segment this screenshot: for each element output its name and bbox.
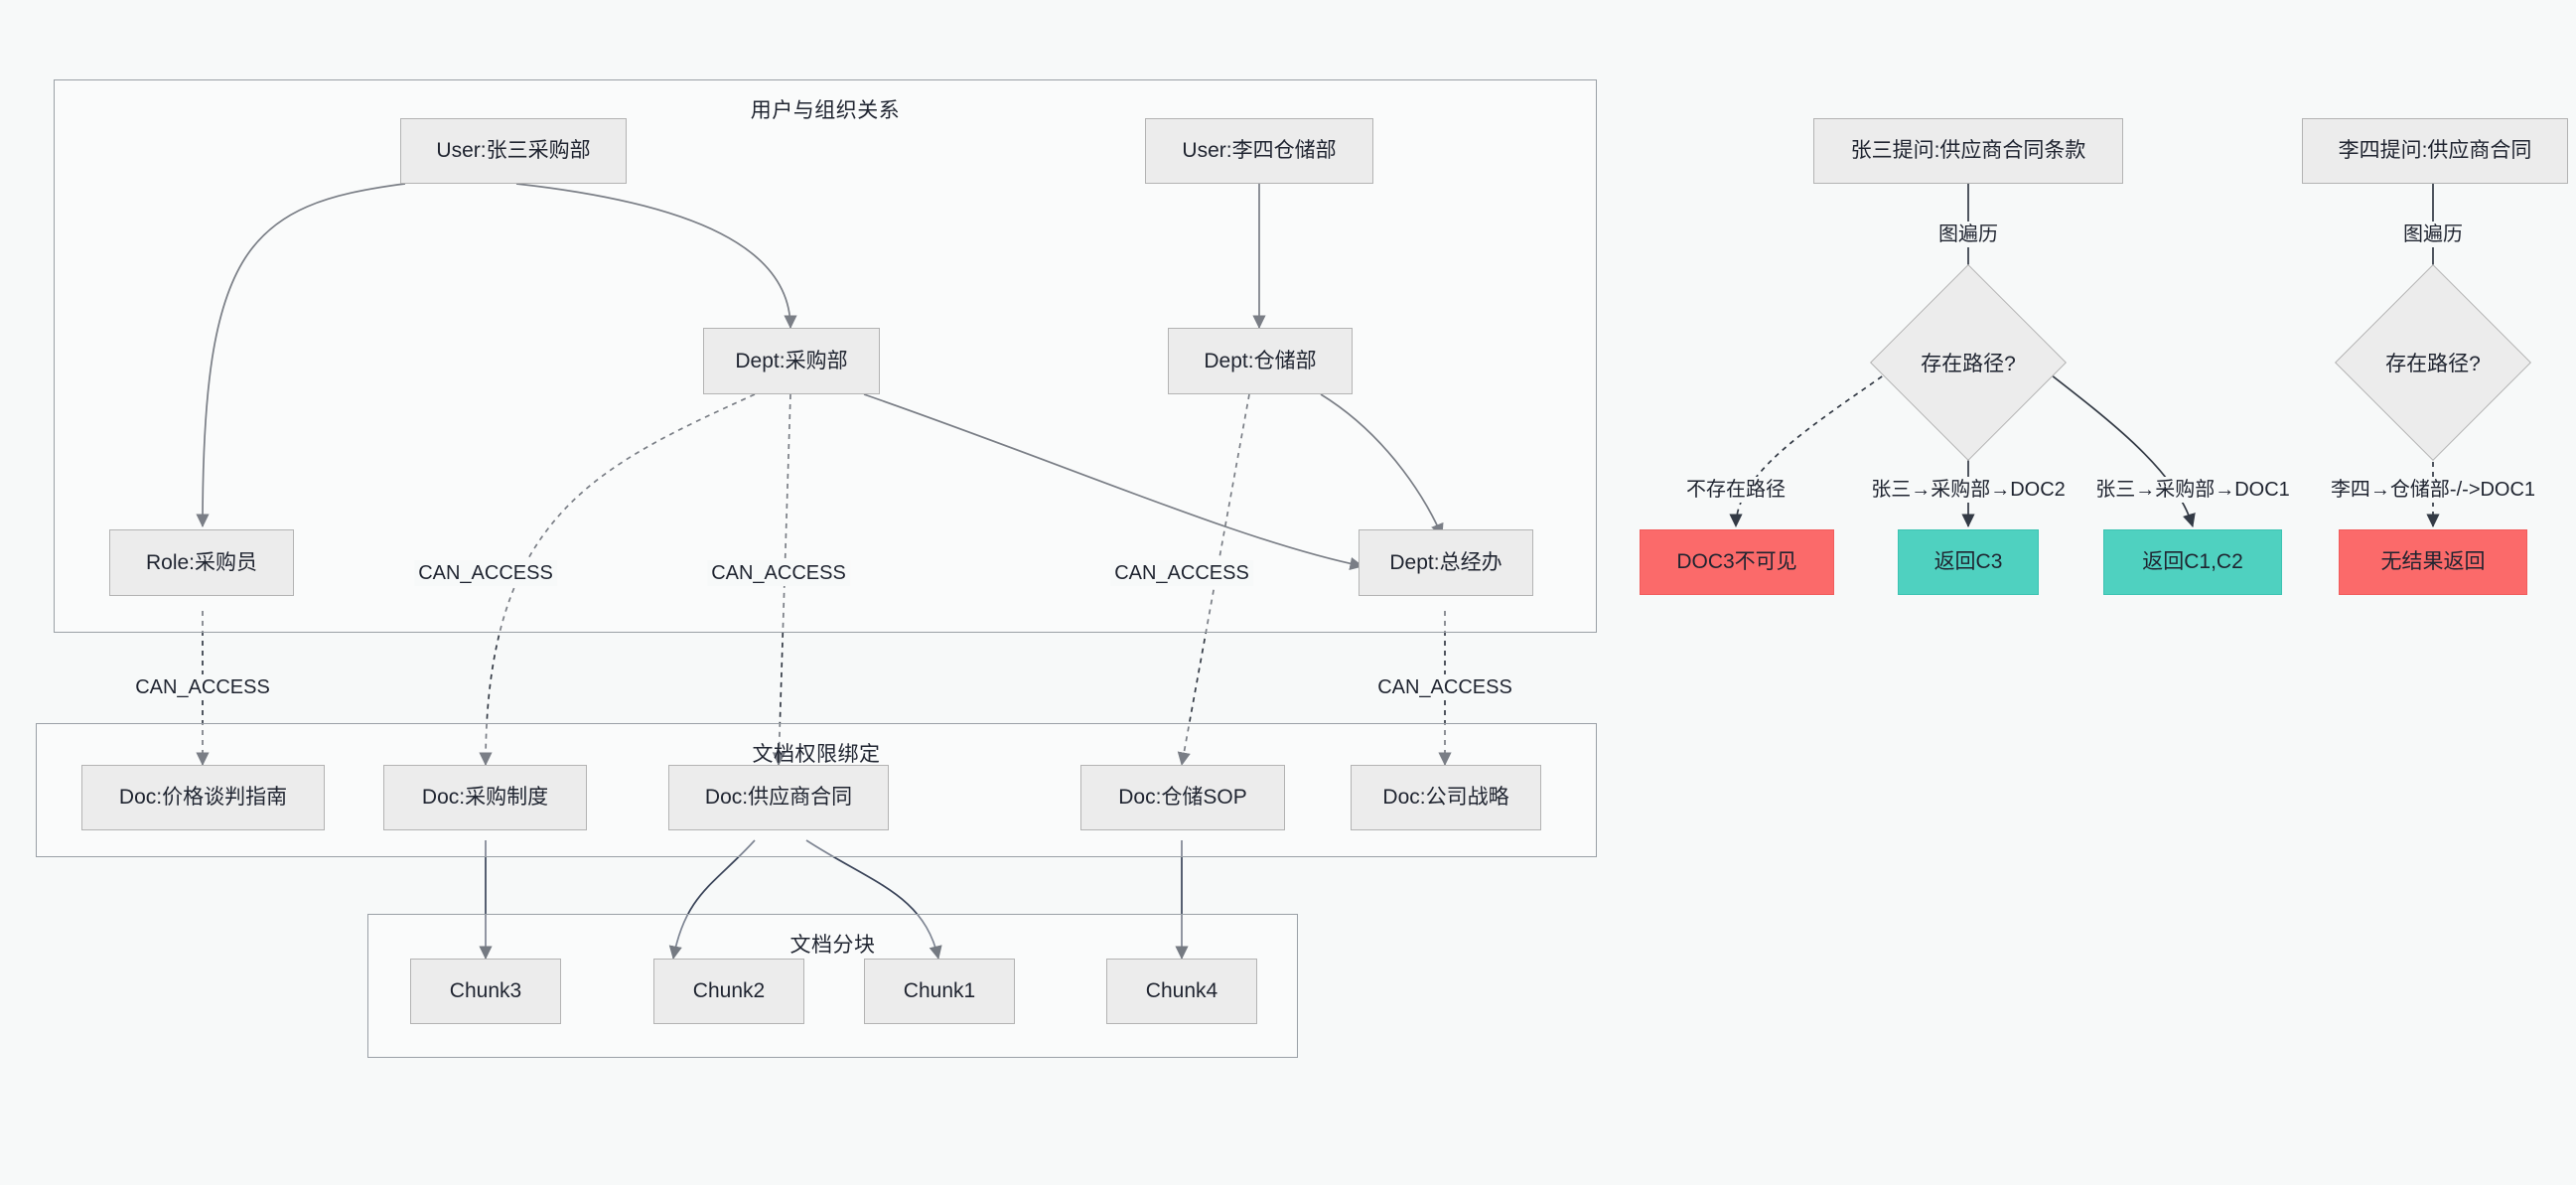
edge-label-can-access-4: CAN_ACCESS: [131, 674, 274, 700]
node-result-c3[interactable]: 返回C3: [1898, 529, 2039, 595]
edge-label-path-lisi: 李四→仓储部-/->DOC1: [2326, 477, 2540, 503]
node-question-lisi[interactable]: 李四提问:供应商合同: [2302, 118, 2568, 184]
node-chunk3[interactable]: Chunk3: [410, 959, 561, 1024]
node-doc-gongsizhanlue[interactable]: Doc:公司战略: [1351, 765, 1541, 830]
node-doc-jiage[interactable]: Doc:价格谈判指南: [81, 765, 325, 830]
cluster-org-title: 用户与组织关系: [750, 99, 901, 122]
edge-label-can-access-5: CAN_ACCESS: [1373, 674, 1516, 700]
edge-label-can-access-3: CAN_ACCESS: [1110, 560, 1253, 586]
node-result-none[interactable]: 无结果返回: [2339, 529, 2527, 595]
node-question-zhangsan[interactable]: 张三提问:供应商合同条款: [1813, 118, 2123, 184]
node-doc-caigouzhidu[interactable]: Doc:采购制度: [383, 765, 587, 830]
edge-label-can-access-2: CAN_ACCESS: [707, 560, 850, 586]
decision-label: 存在路径?: [1921, 353, 2016, 375]
node-chunk2[interactable]: Chunk2: [653, 959, 804, 1024]
node-result-doc3-invisible[interactable]: DOC3不可见: [1640, 529, 1834, 595]
node-dept-caigou[interactable]: Dept:采购部: [703, 328, 880, 394]
edge-label-can-access-1: CAN_ACCESS: [414, 560, 557, 586]
node-user-lisi[interactable]: User:李四仓储部: [1145, 118, 1373, 184]
edge-label-no-path: 不存在路径: [1682, 477, 1789, 503]
node-result-c1-c2[interactable]: 返回C1,C2: [2103, 529, 2282, 595]
node-chunk4[interactable]: Chunk4: [1106, 959, 1257, 1024]
node-dept-zongjingban[interactable]: Dept:总经办: [1359, 529, 1533, 596]
node-role-caigouyuan[interactable]: Role:采购员: [109, 529, 294, 596]
cluster-chunks-title: 文档分块: [789, 934, 876, 957]
node-doc-cangchusop[interactable]: Doc:仓储SOP: [1080, 765, 1285, 830]
edge-label-traverse-right: 图遍历: [2399, 222, 2467, 247]
decision-label: 存在路径?: [2385, 353, 2481, 375]
node-doc-gongyingshang[interactable]: Doc:供应商合同: [668, 765, 889, 830]
node-chunk1[interactable]: Chunk1: [864, 959, 1015, 1024]
edge-label-path-doc1: 张三→采购部→DOC1: [2091, 477, 2294, 503]
node-decision-lisi[interactable]: 存在路径?: [2335, 264, 2531, 461]
edge-label-traverse-left: 图遍历: [1934, 222, 2002, 247]
node-user-zhangsan[interactable]: User:张三采购部: [400, 118, 627, 184]
node-dept-cangchu[interactable]: Dept:仓储部: [1168, 328, 1353, 394]
node-decision-zhangsan[interactable]: 存在路径?: [1870, 264, 2067, 461]
edge-label-path-doc2: 张三→采购部→DOC2: [1867, 477, 2070, 503]
cluster-docbind-title: 文档权限绑定: [752, 743, 881, 766]
